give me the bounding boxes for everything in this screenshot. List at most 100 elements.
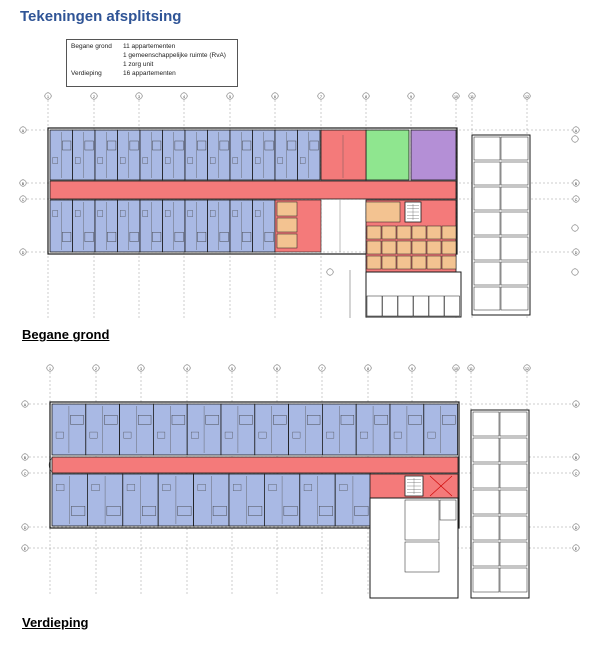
apartment-kitchen [360,431,368,439]
grid-bubble-column-label: 5 [231,367,233,371]
apartment-kitchen [197,484,206,491]
adjacent-room [472,411,500,437]
adjacent-room [472,567,500,593]
grid-bubble-column-label: 12 [525,95,529,99]
legend-value: 11 appartementen [123,43,176,50]
grid-bubble-row-label: D [575,526,578,530]
apartment-bathroom [129,140,139,151]
apartment-kitchen [75,210,81,217]
grid-bubble-column-label: 4 [186,367,188,371]
apartment-bathroom [354,506,369,516]
grid-bubble-row [572,400,580,408]
grid-bubble-column-label: 6 [274,95,276,99]
apartment-bathroom [137,415,152,425]
apartment-kitchen [165,210,171,217]
apartment-bathroom [174,232,184,242]
grid-bubble-column [137,364,145,372]
grid-bubble-column [523,92,531,100]
grid-bubble-column-label: 11 [470,95,474,99]
grid-bubble-row-label: C [575,198,578,202]
grid-bubble-row [21,544,29,552]
apartment-bathroom [219,140,229,151]
apartment-bathroom [197,140,207,151]
apartment-bathroom [319,506,333,516]
service-room [276,233,298,249]
grid-bubble-row [326,268,334,276]
apartment-bathroom [174,140,184,151]
grid-bubble-column [407,92,415,100]
grid-bubble-row [571,135,579,143]
grid-bubble-row [572,195,580,203]
grid-bubble-row-label: C [24,472,27,476]
adjacent-room [500,261,529,286]
adjacent-room [499,489,528,515]
grid-bubble-column-label: 7 [321,367,323,371]
apartment-bathroom [212,506,227,516]
adjacent-room [472,437,500,463]
grid-bubble-row-label: A [575,403,578,407]
storage-box [441,255,457,270]
apartment-kitchen [52,157,58,164]
apartment-bathroom [239,415,253,425]
adjacent-room [473,136,501,161]
grid-bubble-column-label: 8 [365,95,367,99]
adjacent-room [499,437,528,463]
storage-box [426,225,442,240]
grid-bubble-column-label: 9 [411,367,413,371]
grid-bubble-column [228,364,236,372]
apartment-bathroom [242,140,252,151]
grid-bubble-column-label: 4 [183,95,185,99]
grid-bubble-column-label: 11 [469,367,473,371]
grid-bubble-column [467,364,475,372]
grid-bubble-row [21,469,29,477]
apartment-bathroom [71,506,86,516]
apartment-bathroom [84,140,94,151]
grid-bubble-column-label: 3 [140,367,142,371]
apartment-kitchen [120,157,126,164]
central-corridor [49,180,457,200]
apartment-bathroom [70,415,84,425]
grid-bubble-column [468,92,476,100]
grid-bubble-column-label: 1 [49,367,51,371]
apartment-kitchen [326,431,335,439]
apartment-kitchen [232,210,238,217]
apartment-bathroom [408,415,422,425]
grid-bubble-column [180,92,188,100]
adjacent-room [428,295,445,317]
grid-bubble-column [271,92,279,100]
storage-box [396,225,412,240]
apartment-bathroom [219,232,229,242]
care-unit [410,129,457,181]
apartment-kitchen [91,484,100,491]
grid-bubble-row-label: C [22,198,25,202]
grid-bubble-row [571,268,579,276]
storage-box [441,240,457,255]
grid-bubble-column [46,364,54,372]
grid-bubble-row [21,400,29,408]
apartment-bathroom [264,232,274,242]
adjacent-room [439,499,457,521]
service-room [276,217,298,233]
grid-bubble-column [273,364,281,372]
grid-bubble-column [317,92,325,100]
legend-key: Verdieping [71,70,102,77]
grid-bubble-row [21,453,29,461]
grid-bubble-row-label: C [575,472,578,476]
legend-row-ground-2: 1 gemeenschappelijke ruimte (RvA) [71,51,233,60]
grid-bubble-column [90,92,98,100]
apartment-kitchen [97,210,103,217]
legend-value: 1 gemeenschappelijke ruimte (RvA) [123,52,226,59]
grid-bubble-row [572,523,580,531]
adjacent-room [500,286,529,311]
storage-box [426,240,442,255]
storage-box [396,255,412,270]
grid-bubble-column [92,364,100,372]
apartment-kitchen [123,431,132,439]
grid-bubble-row [572,179,580,187]
apartment-bathroom [152,140,162,151]
adjacent-room [473,286,501,311]
communal-room [365,129,410,181]
apartment-bathroom [273,415,287,425]
